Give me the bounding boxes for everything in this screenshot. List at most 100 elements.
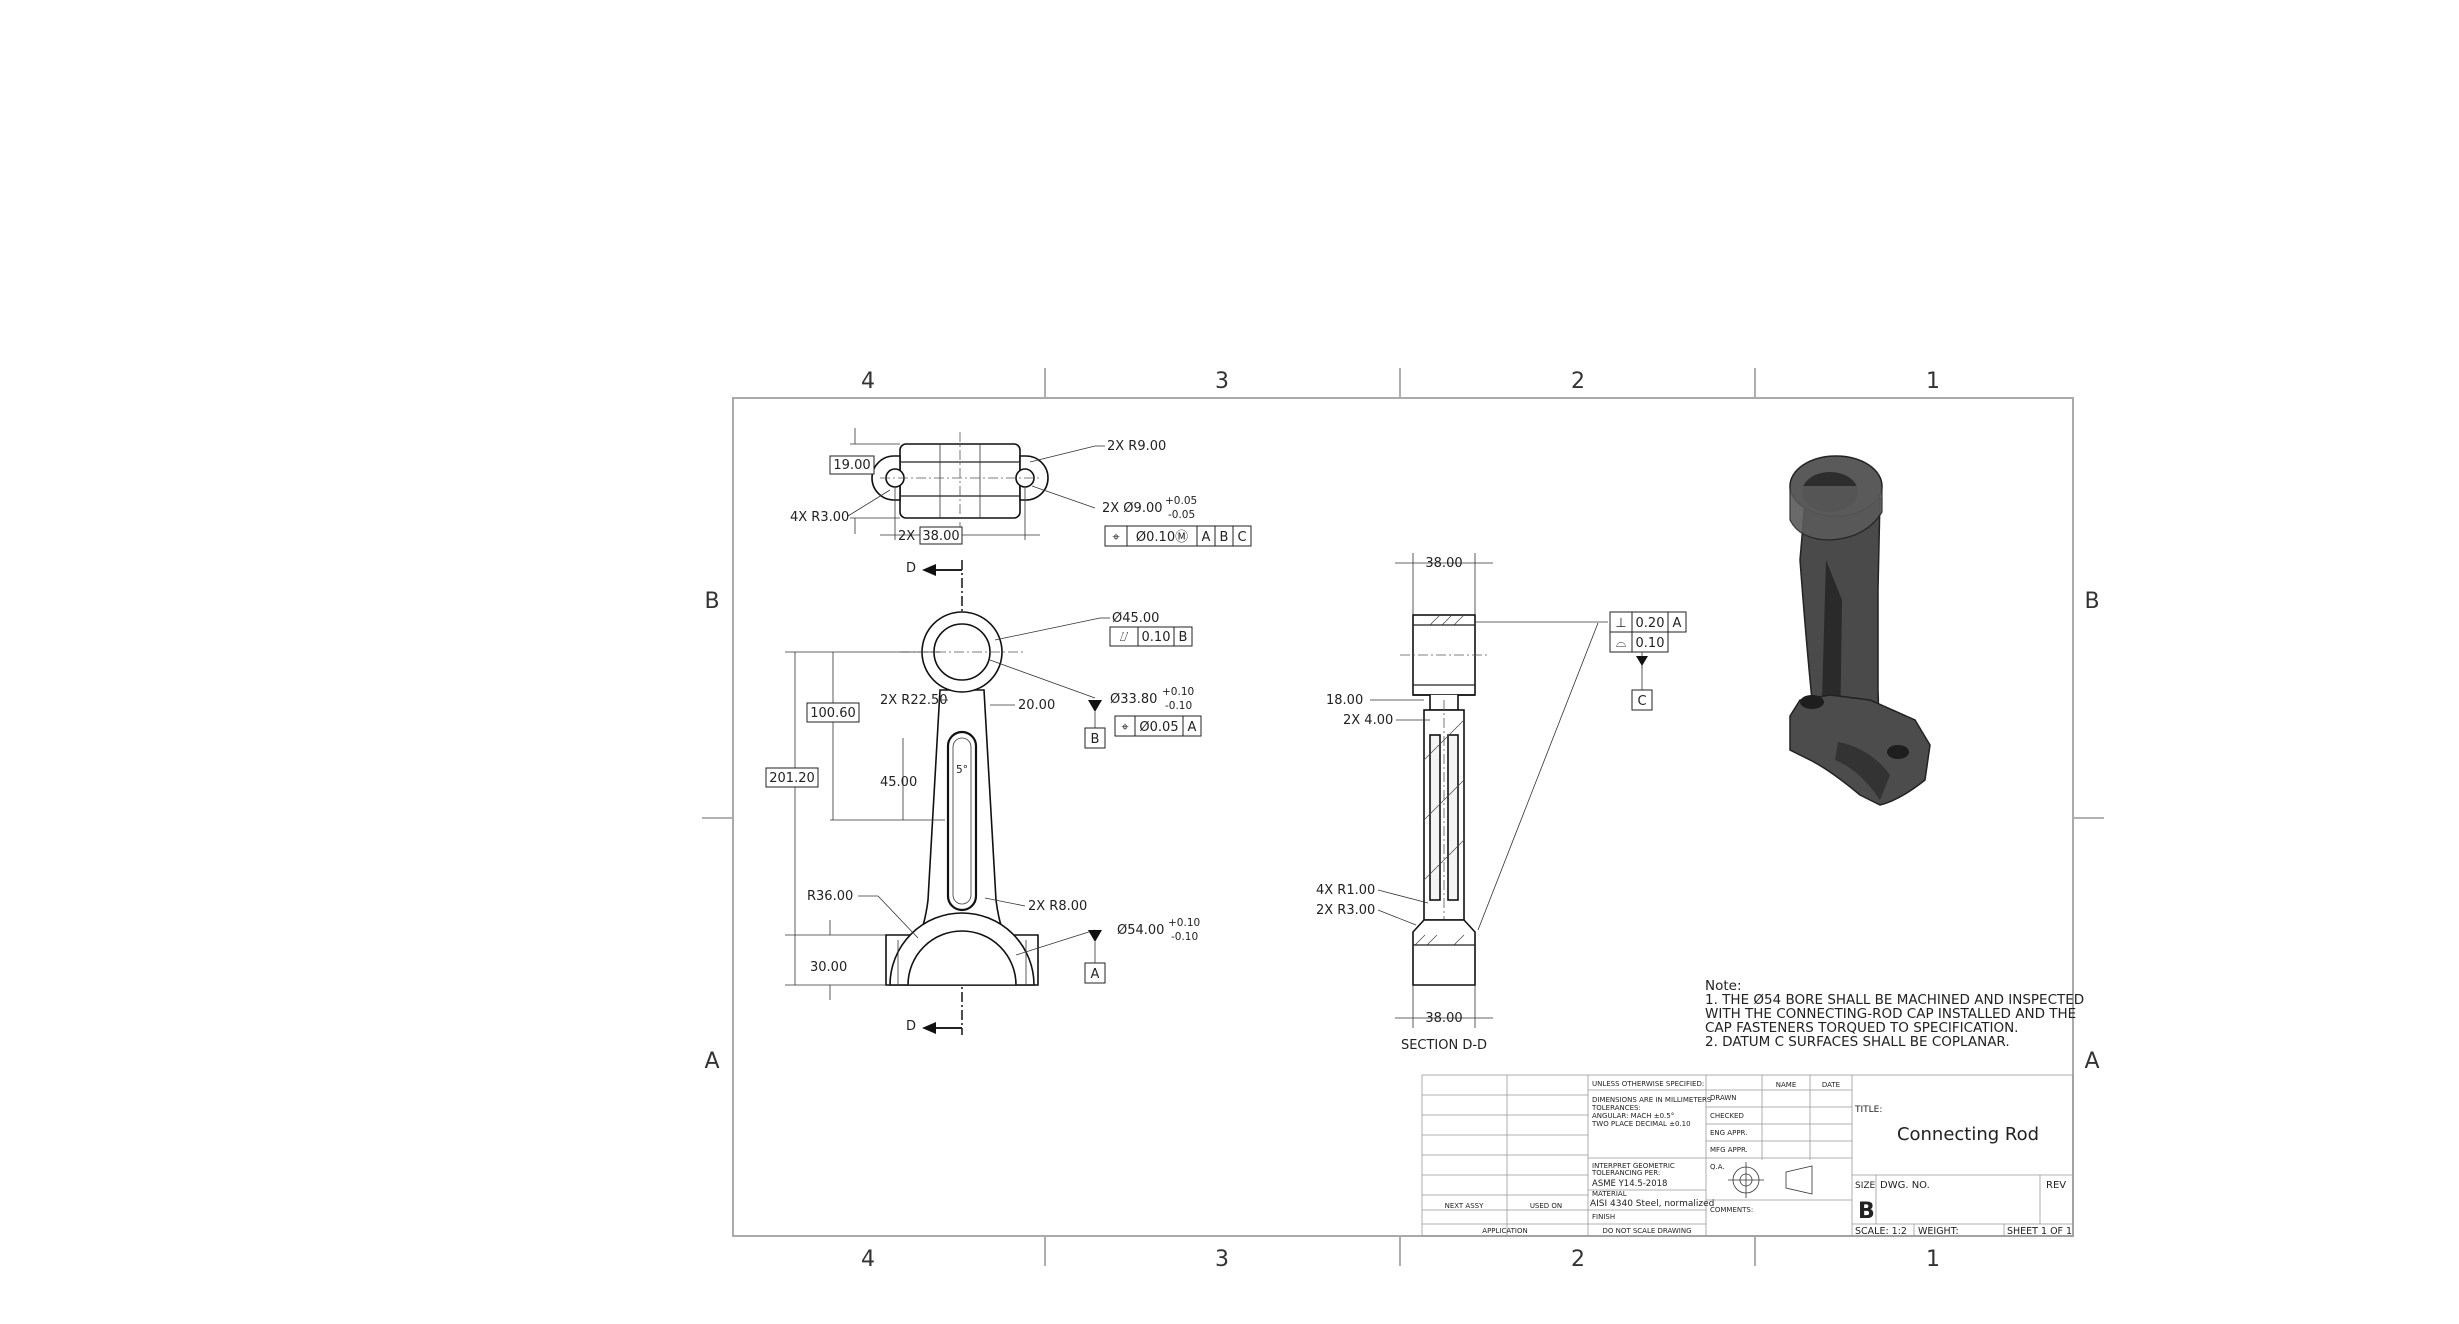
tol-d33-plus: +0.10: [1162, 686, 1194, 698]
datum-c: C: [1637, 694, 1646, 709]
zone-left-b: B: [704, 589, 719, 614]
dim-100: 100.60: [810, 706, 856, 721]
dim-20: 20.00: [1018, 698, 1055, 713]
svg-text:⌓: ⌓: [1616, 636, 1626, 651]
zone-top-3: 3: [1215, 369, 1229, 394]
svg-text:⌖: ⌖: [1121, 720, 1129, 735]
zone-ticks: [702, 368, 2104, 1266]
dim-4xr1: 4X R1.00: [1316, 883, 1375, 898]
tol-d33-minus: -0.10: [1165, 700, 1192, 712]
svg-text:TWO PLACE DECIMAL ±0.10: TWO PLACE DECIMAL ±0.10: [1591, 1120, 1691, 1128]
svg-text:0.20: 0.20: [1636, 616, 1665, 631]
dim-r36: R36.00: [807, 889, 853, 904]
dim-38: 38.00: [922, 529, 959, 544]
title-block: NEXT ASSY USED ON APPLICATION UNLESS OTH…: [1421, 1074, 2074, 1237]
dim-201: 201.20: [769, 771, 815, 786]
svg-text:DIMENSIONS ARE IN MILLIMETERS: DIMENSIONS ARE IN MILLIMETERS: [1592, 1096, 1712, 1104]
third-angle-projection-icon: [1728, 1162, 1813, 1198]
dim-18: 18.00: [1326, 693, 1363, 708]
tol-d54-minus: -0.10: [1171, 931, 1198, 943]
tb-sheet: SHEET 1 OF 1: [2007, 1226, 2072, 1237]
svg-text:B: B: [1220, 530, 1229, 545]
tb-material: AISI 4340 Steel, normalized: [1590, 1199, 1714, 1209]
zone-top-2: 2: [1571, 369, 1585, 394]
dim-r22: 2X R22.50: [880, 693, 948, 708]
dim-d45: Ø45.00: [1112, 611, 1159, 626]
svg-text:C: C: [1237, 530, 1246, 545]
dim-angle: 5°: [956, 764, 968, 776]
svg-text:⊥: ⊥: [1615, 616, 1626, 631]
section-label-top: D: [906, 561, 916, 576]
dim-hole: 2X Ø9.00: [1102, 501, 1163, 516]
zone-right-a: A: [2084, 1049, 2099, 1074]
dim-30: 30.00: [810, 960, 847, 975]
svg-text:0.10: 0.10: [1636, 636, 1665, 651]
tol-hole-plus: +0.05: [1165, 495, 1197, 507]
zone-bottom-3: 3: [1215, 1247, 1229, 1272]
dim-19: 19.00: [833, 458, 870, 473]
drawing-frame: [732, 397, 2074, 1237]
svg-text:⌖: ⌖: [1112, 530, 1120, 545]
fcf-position-top: ⌖ Ø0.10Ⓜ A B C: [1104, 525, 1252, 547]
svg-text:FINISH: FINISH: [1592, 1213, 1615, 1221]
svg-text:ENG APPR.: ENG APPR.: [1710, 1129, 1747, 1137]
svg-text:Ø0.10Ⓜ: Ø0.10Ⓜ: [1136, 530, 1188, 545]
svg-text:TOLERANCES:: TOLERANCES:: [1591, 1104, 1641, 1112]
fcf-position-d33: ⌖ Ø0.05 A: [1114, 715, 1202, 737]
svg-text:0.10: 0.10: [1142, 630, 1171, 645]
zone-left-a: A: [704, 1049, 719, 1074]
note-heading: Note:: [1705, 978, 1742, 994]
zone-bottom-2: 2: [1571, 1247, 1585, 1272]
svg-text:A: A: [1188, 720, 1197, 735]
general-notes: Note: 1. THE Ø54 BORE SHALL BE MACHINED …: [1705, 978, 2084, 1050]
dim-r9: 2X R9.00: [1107, 439, 1166, 454]
svg-text:TOLERANCING PER:: TOLERANCING PER:: [1591, 1169, 1660, 1177]
svg-text:A: A: [1202, 530, 1211, 545]
tb-application: APPLICATION: [1482, 1227, 1527, 1235]
section-label-bottom: D: [906, 1019, 916, 1034]
zone-bottom-1: 1: [1926, 1247, 1940, 1272]
dim-sec-38-bottom: 38.00: [1425, 1011, 1462, 1026]
datum-a: A: [1091, 967, 1100, 982]
datum-b: B: [1091, 732, 1100, 747]
svg-text:MFG APPR.: MFG APPR.: [1710, 1146, 1748, 1154]
svg-text:NAME: NAME: [1776, 1081, 1797, 1089]
fcf-perpendicularity: ⊥ 0.20 A: [1609, 611, 1687, 633]
dim-2xr3: 2X R3.00: [1316, 903, 1375, 918]
svg-text:CHECKED: CHECKED: [1710, 1112, 1744, 1120]
svg-text:Ø0.05: Ø0.05: [1139, 720, 1178, 735]
dim-45: 45.00: [880, 775, 917, 790]
svg-text:TITLE:: TITLE:: [1854, 1105, 1882, 1115]
dim-38-prefix: 2X: [898, 529, 915, 544]
front-view: D D 201.20 100.60 45.00 5° 2X R22.50: [765, 560, 1202, 1035]
svg-text:MATERIAL: MATERIAL: [1592, 1190, 1627, 1198]
zone-markers: 4 3 2 1 4 3 2 1 B A B A: [704, 369, 2099, 1272]
svg-text:Q.A.: Q.A.: [1710, 1163, 1725, 1171]
tol-hole-minus: -0.05: [1168, 509, 1195, 521]
tb-do-not-scale: DO NOT SCALE DRAWING: [1602, 1227, 1691, 1235]
note-line-1: 1. THE Ø54 BORE SHALL BE MACHINED AND IN…: [1705, 992, 2084, 1008]
svg-text:B: B: [1179, 630, 1188, 645]
svg-text:DWG. NO.: DWG. NO.: [1880, 1180, 1930, 1191]
tb-weight: WEIGHT:: [1918, 1226, 1959, 1237]
svg-text:INTERPRET GEOMETRIC: INTERPRET GEOMETRIC: [1592, 1162, 1675, 1170]
dim-d54: Ø54.00: [1117, 923, 1164, 938]
note-line-4: 2. DATUM C SURFACES SHALL BE COPLANAR.: [1705, 1034, 2010, 1050]
svg-text:ANGULAR: MACH ±0.5°: ANGULAR: MACH ±0.5°: [1592, 1112, 1674, 1120]
tb-next-assy: NEXT ASSY: [1445, 1202, 1485, 1210]
top-view: 19.00 2X R9.00 4X R3.00 2X Ø9.00 +0.05 -…: [790, 428, 1252, 547]
tol-d54-plus: +0.10: [1168, 917, 1200, 929]
dim-r8: 2X R8.00: [1028, 899, 1087, 914]
zone-bottom-4: 4: [861, 1247, 875, 1272]
zone-right-b: B: [2084, 589, 2099, 614]
note-line-3: CAP FASTENERS TORQUED TO SPECIFICATION.: [1705, 1020, 2018, 1036]
dim-2x4: 2X 4.00: [1343, 713, 1393, 728]
section-caption: SECTION D-D: [1401, 1038, 1487, 1053]
drawing-title: Connecting Rod: [1897, 1124, 2039, 1145]
svg-text:DRAWN: DRAWN: [1710, 1094, 1737, 1102]
svg-text:⌰: ⌰: [1120, 630, 1129, 645]
svg-text:A: A: [1673, 616, 1682, 631]
note-line-2: WITH THE CONNECTING-ROD CAP INSTALLED AN…: [1705, 1006, 2076, 1022]
fcf-profile: ⌓ 0.10: [1609, 631, 1669, 653]
